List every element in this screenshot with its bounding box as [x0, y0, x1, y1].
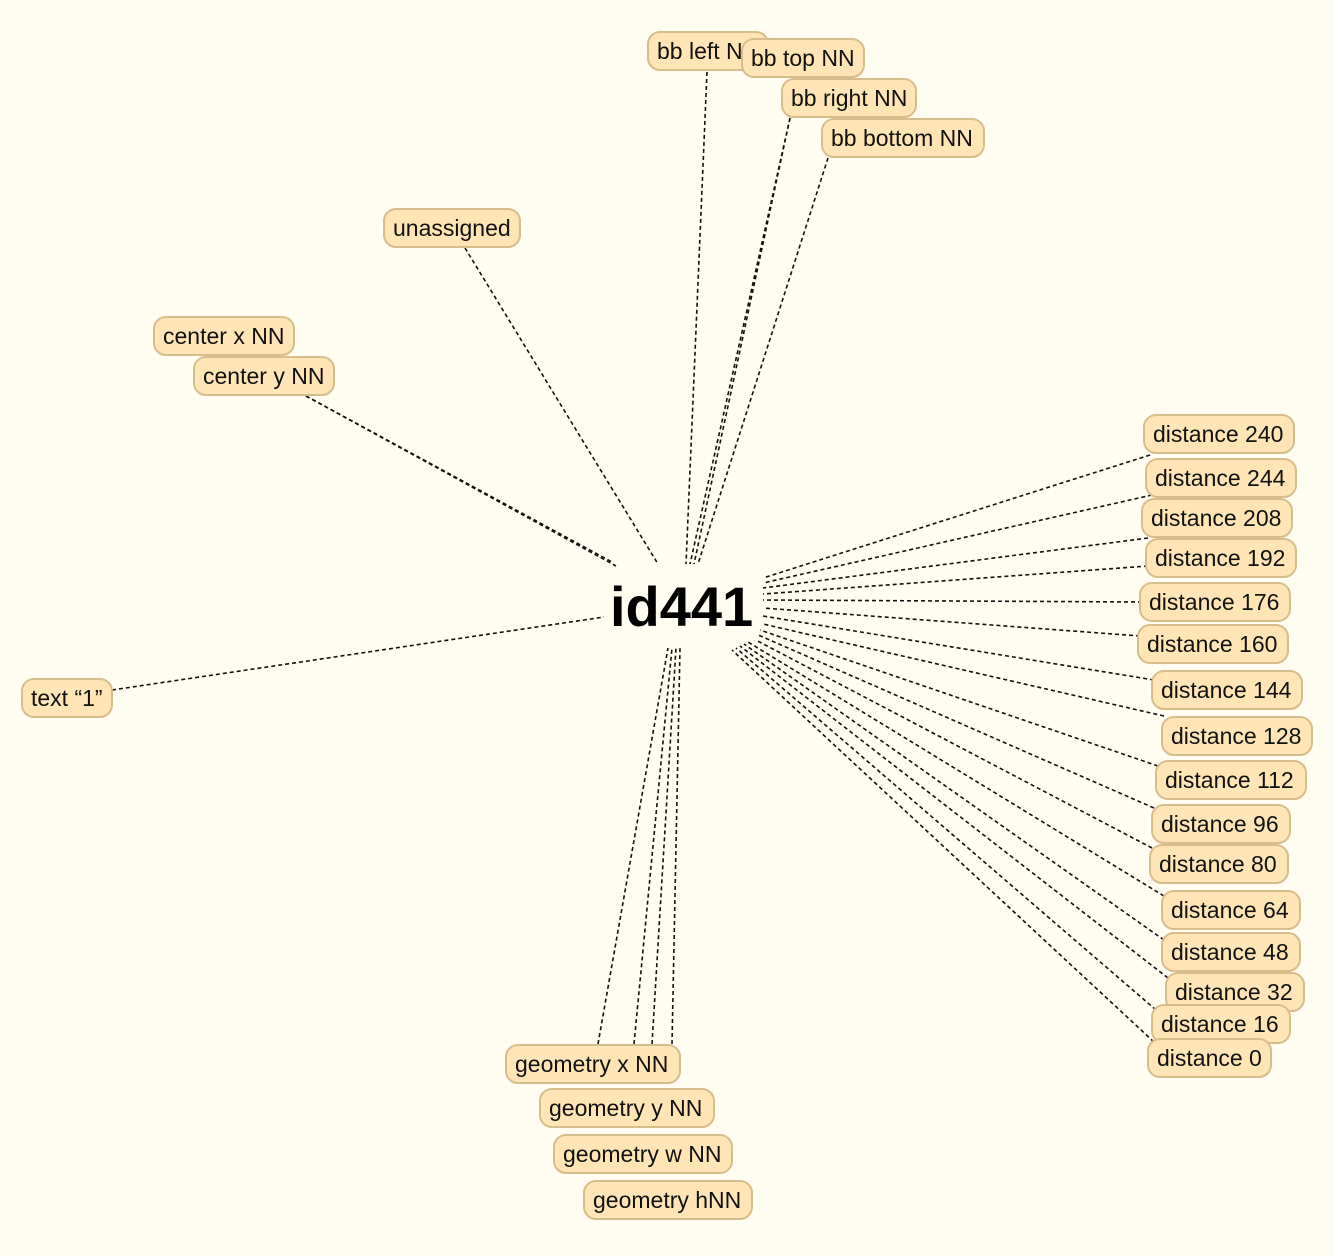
- edge-distance-144: [762, 615, 1155, 681]
- node-bb-right[interactable]: bb right NN: [781, 78, 918, 118]
- node-distance-64[interactable]: distance 64: [1161, 890, 1301, 930]
- edge-bb-top: [689, 117, 791, 565]
- node-distance-0[interactable]: distance 0: [1147, 1038, 1272, 1078]
- node-distance-208[interactable]: distance 208: [1141, 498, 1293, 538]
- node-distance-128[interactable]: distance 128: [1161, 716, 1313, 756]
- node-distance-80[interactable]: distance 80: [1149, 844, 1289, 884]
- node-distance-48[interactable]: distance 48: [1161, 932, 1301, 972]
- node-distance-176[interactable]: distance 176: [1139, 582, 1291, 622]
- node-geometry-h[interactable]: geometry hNN: [583, 1180, 753, 1220]
- edge-distance-0: [731, 649, 1155, 1043]
- node-bb-top[interactable]: bb top NN: [741, 38, 865, 78]
- node-bb-bottom[interactable]: bb bottom NN: [821, 118, 985, 158]
- edge-distance-244: [762, 494, 1153, 584]
- edge-center-y: [305, 395, 613, 563]
- edge-unassigned: [464, 247, 659, 565]
- edge-distance-128: [762, 623, 1165, 717]
- edge-geometry-h: [671, 647, 681, 1045]
- edge-bb-right: [693, 117, 791, 565]
- node-distance-144[interactable]: distance 144: [1151, 670, 1303, 710]
- edge-distance-112: [759, 629, 1159, 767]
- edge-distance-96: [755, 633, 1155, 809]
- edge-text-1: [111, 616, 605, 691]
- edge-distance-176: [762, 599, 1143, 603]
- edge-center-x: [305, 395, 617, 567]
- edge-geometry-w: [651, 647, 677, 1045]
- edge-bb-bottom: [697, 157, 829, 565]
- edge-bb-left: [685, 71, 708, 565]
- edge-distance-192: [762, 565, 1149, 595]
- edge-distance-80: [751, 637, 1153, 849]
- node-unassigned[interactable]: unassigned: [383, 208, 521, 248]
- edge-distance-16: [735, 647, 1157, 1011]
- node-geometry-y[interactable]: geometry y NN: [539, 1088, 715, 1128]
- node-center-x[interactable]: center x NN: [153, 316, 295, 356]
- node-distance-244[interactable]: distance 244: [1145, 458, 1297, 498]
- node-distance-96[interactable]: distance 96: [1151, 804, 1291, 844]
- edge-distance-208: [762, 537, 1149, 589]
- edge-geometry-x: [597, 647, 669, 1045]
- node-distance-16[interactable]: distance 16: [1151, 1004, 1291, 1044]
- edge-distance-64: [747, 641, 1165, 897]
- edge-distance-48: [743, 643, 1165, 941]
- center-node[interactable]: id441: [606, 574, 758, 640]
- node-distance-240[interactable]: distance 240: [1143, 414, 1295, 454]
- edge-distance-240: [762, 454, 1151, 579]
- node-geometry-w[interactable]: geometry w NN: [553, 1134, 733, 1174]
- edge-geometry-y: [633, 647, 673, 1045]
- edge-distance-32: [739, 645, 1169, 979]
- edge-distance-160: [762, 607, 1141, 637]
- node-text-1[interactable]: text “1”: [21, 678, 113, 718]
- node-center-y[interactable]: center y NN: [193, 356, 335, 396]
- node-distance-160[interactable]: distance 160: [1137, 624, 1289, 664]
- node-geometry-x[interactable]: geometry x NN: [505, 1044, 681, 1084]
- node-distance-192[interactable]: distance 192: [1145, 538, 1297, 578]
- node-distance-112[interactable]: distance 112: [1155, 760, 1307, 800]
